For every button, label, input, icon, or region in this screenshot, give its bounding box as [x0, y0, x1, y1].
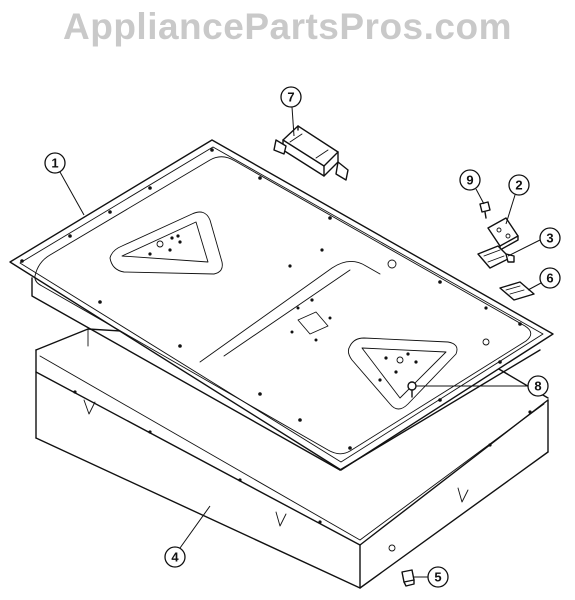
callout-5: 5 — [414, 566, 449, 588]
lower-box — [35, 328, 549, 589]
callout-6-label: 6 — [546, 271, 553, 286]
hinge-plate-part — [487, 217, 519, 251]
callout-7: 7 — [280, 86, 302, 137]
callout-2: 2 — [505, 174, 530, 225]
callout-8-label: 8 — [534, 379, 541, 394]
callout-8: 8 — [416, 375, 549, 397]
clip-part — [499, 281, 535, 301]
fitting-part — [401, 569, 415, 587]
cooktop-top — [9, 139, 554, 471]
bracket-part — [273, 125, 349, 181]
callout-6: 6 — [527, 267, 561, 291]
callout-3-label: 3 — [546, 231, 553, 246]
callout-3: 3 — [507, 227, 561, 257]
callout-9: 9 — [459, 169, 485, 205]
callout-1-label: 1 — [51, 156, 58, 171]
screw-part-8 — [407, 381, 417, 398]
site-watermark: AppliancePartsPros.com — [63, 6, 512, 47]
hinge-part — [477, 245, 515, 269]
callout-4-label: 4 — [171, 550, 179, 565]
callout-2-label: 2 — [515, 178, 522, 193]
callout-7-label: 7 — [287, 90, 294, 105]
screw-part-9 — [479, 201, 491, 219]
callout-5-label: 5 — [434, 570, 441, 585]
callout-4: 4 — [164, 505, 211, 568]
callout-9-label: 9 — [466, 173, 473, 188]
callout-1: 1 — [44, 152, 85, 216]
